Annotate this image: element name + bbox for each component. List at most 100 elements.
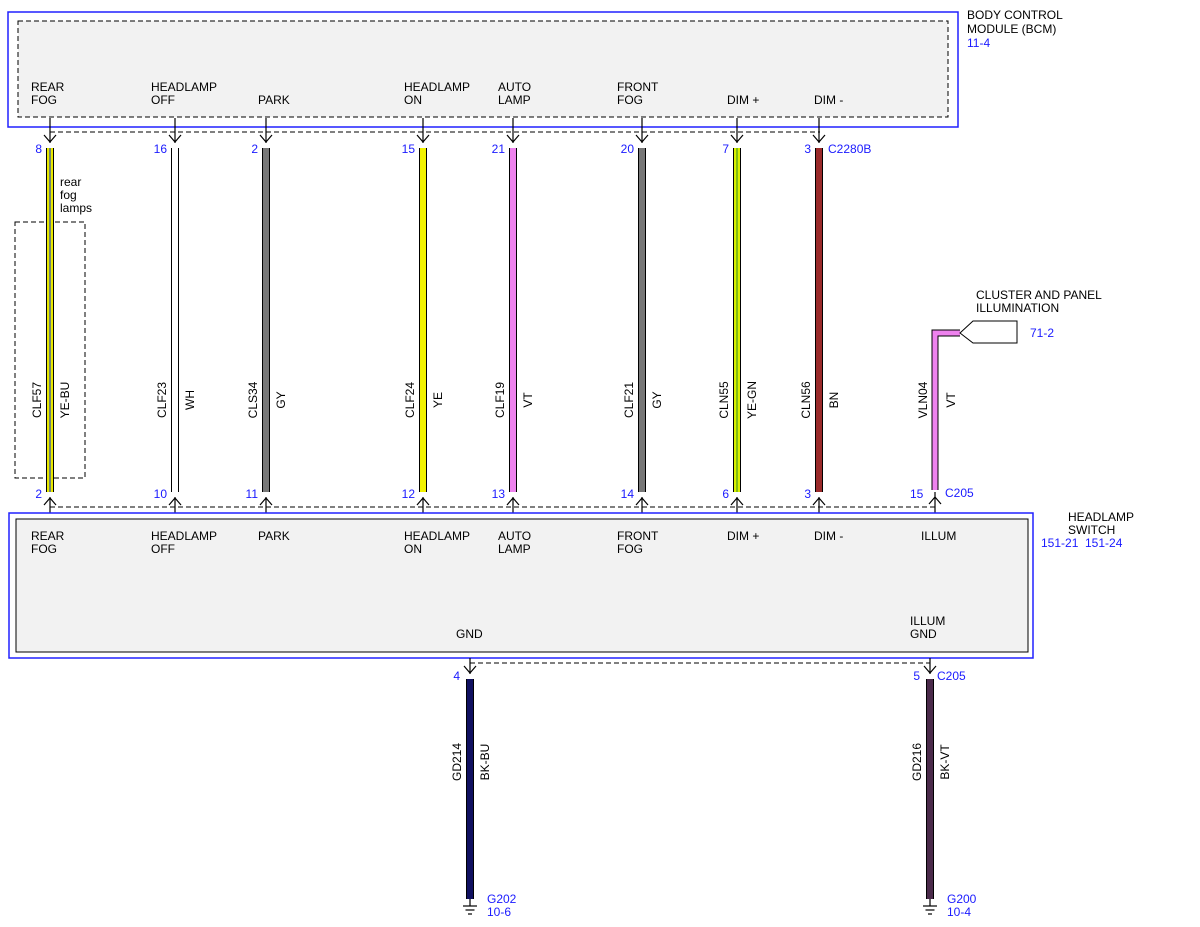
ground-pin-arrow	[923, 658, 937, 674]
ground-pin-number: 5	[913, 669, 920, 683]
bcm-title-2: MODULE (BCM)	[967, 22, 1056, 36]
wire-color-code: BN	[827, 392, 841, 409]
ground-ref-link[interactable]: 10-4	[947, 905, 971, 919]
wire-circuit-id: CLF24	[403, 382, 417, 418]
wire-top-pin-number: 21	[492, 142, 506, 156]
rear-fog-label-1: rear	[60, 175, 81, 189]
switch-pin-label-2b: OFF	[151, 542, 175, 556]
cluster-ref-link[interactable]: 71-2	[1030, 326, 1054, 340]
wire-circuit-id: CLN55	[717, 381, 731, 419]
wire-color-code: YE	[431, 392, 445, 408]
ground-id: G202	[487, 892, 517, 906]
bcm-pin-label-5b: LAMP	[498, 93, 531, 107]
ground-symbol-icon	[923, 899, 937, 915]
wire-top-pin-number: 7	[722, 142, 729, 156]
switch-pin-label-1a: REAR	[31, 529, 65, 543]
switch-connector-bottom: C205	[937, 669, 966, 683]
wire-top-pin-number: 3	[804, 142, 811, 156]
ground-circuit-id: GD216	[910, 743, 924, 781]
switch-pin-label-3a: PARK	[258, 529, 290, 543]
wire-top-pin-number: 8	[35, 142, 42, 156]
wire-bottom-pin-number: 2	[35, 487, 42, 501]
wire-bottom-pin-number: 10	[154, 487, 168, 501]
bcm-pin-arrow	[635, 118, 649, 143]
cluster-label-1: CLUSTER AND PANEL	[976, 288, 1102, 302]
ground-color-code: BK-VT	[938, 744, 952, 780]
wire-top-pin-number: 16	[154, 142, 168, 156]
wire-color-code: WH	[183, 390, 197, 410]
illum-wire-outline	[931, 329, 960, 490]
switch-gnd-label: GND	[456, 627, 483, 641]
bcm-ref-link[interactable]: 11-4	[967, 36, 990, 50]
switch-pin-label-1b: FOG	[31, 542, 57, 556]
switch-pin-label-4a: HEADLAMP	[404, 529, 470, 543]
wire-circuit-id: CLF23	[155, 382, 169, 418]
bcm-body	[17, 20, 949, 118]
ground-circuit-id: GD214	[450, 743, 464, 781]
wire-color-code: GY	[650, 391, 664, 408]
wire-color-code: YE-GN	[745, 381, 759, 419]
rear-fog-label-2: fog	[60, 188, 77, 202]
bcm-pin-label-8a: DIM -	[814, 93, 843, 107]
bcm-pin-label-6a: FRONT	[617, 80, 659, 94]
cluster-connector-arrow	[959, 320, 1018, 344]
bcm-pin-label-4a: HEADLAMP	[404, 80, 470, 94]
bcm-pin-label-7a: DIM +	[727, 93, 759, 107]
wire-circuit-id: CLF19	[493, 382, 507, 418]
ground-pin-number: 4	[453, 669, 460, 683]
switch-pin-label-6b: FOG	[617, 542, 643, 556]
bcm-pin-label-2a: HEADLAMP	[151, 80, 217, 94]
switch-title-2: SWITCH	[1068, 523, 1115, 537]
wire-stripe	[736, 148, 738, 492]
wire-bottom-pin-number: 6	[722, 487, 729, 501]
wire-top-pin-number: 15	[402, 142, 416, 156]
bcm-pin-label-3a: PARK	[258, 93, 290, 107]
switch-pin-label-4b: ON	[404, 542, 422, 556]
bcm-pin-label-2b: OFF	[151, 93, 175, 107]
switch-pin-label-9a: ILLUM	[921, 529, 956, 543]
switch-ref-1-link[interactable]: 151-21	[1041, 536, 1079, 550]
bcm-pin-arrow	[730, 118, 744, 143]
bcm-pin-arrow	[168, 118, 182, 143]
wire-body	[639, 148, 645, 492]
bcm-pin-arrow	[259, 118, 273, 143]
ground-color-code: BK-BU	[478, 744, 492, 781]
switch-body	[15, 518, 1029, 653]
bcm-title-1: BODY CONTROL	[967, 8, 1063, 22]
switch-pin-label-8a: DIM -	[814, 529, 843, 543]
illum-pin-number: 15	[910, 487, 924, 501]
switch-pin-label-2a: HEADLAMP	[151, 529, 217, 543]
illum-circuit-id: VLN04	[916, 381, 930, 418]
bcm-pin-arrow	[812, 118, 826, 143]
switch-ref-2-link[interactable]: 151-24	[1085, 536, 1123, 550]
bcm-pin-arrow	[416, 118, 430, 143]
wire-circuit-id: CLF21	[622, 382, 636, 418]
wire-bottom-pin-number: 13	[492, 487, 506, 501]
switch-pin-label-5b: LAMP	[498, 542, 531, 556]
ground-pin-arrow	[463, 658, 477, 674]
switch-pin-label-5a: AUTO	[498, 529, 531, 543]
ground-id: G200	[947, 892, 977, 906]
cluster-label-2: ILLUMINATION	[976, 301, 1059, 315]
switch-title-1: HEADLAMP	[1068, 510, 1134, 524]
rear-fog-label-3: lamps	[60, 201, 92, 215]
wire-top-pin-number: 2	[251, 142, 258, 156]
switch-pin-label-6a: FRONT	[617, 529, 659, 543]
wire-body	[172, 148, 178, 492]
bcm-pin-label-1a: REAR	[31, 80, 65, 94]
illum-arrow	[928, 492, 942, 516]
wire-circuit-id: CLS34	[246, 381, 260, 418]
bcm-pin-label-5a: AUTO	[498, 80, 531, 94]
wire-body	[263, 148, 269, 492]
wire-body	[816, 148, 822, 492]
ground-symbol-icon	[463, 899, 477, 915]
ground-wire	[927, 679, 933, 899]
switch-pin-label-7a: DIM +	[727, 529, 759, 543]
bcm-pin-label-1b: FOG	[31, 93, 57, 107]
wire-bottom-pin-number: 3	[804, 487, 811, 501]
wire-bottom-pin-number: 14	[621, 487, 635, 501]
ground-ref-link[interactable]: 10-6	[487, 905, 511, 919]
